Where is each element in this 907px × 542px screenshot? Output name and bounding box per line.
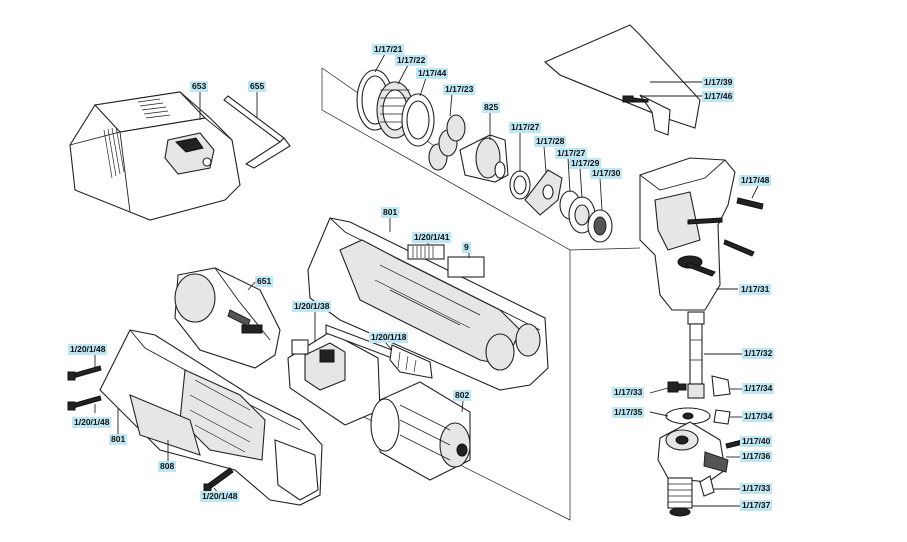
part-label-1-17-27-lower: 1/17/27 bbox=[555, 148, 588, 159]
part-label-1-17-40: 1/17/40 bbox=[740, 436, 773, 447]
part-label-1-20-1-18: 1/20/1/18 bbox=[369, 332, 409, 343]
switch-part bbox=[287, 331, 381, 426]
part-label-1-17-27-upper: 1/17/27 bbox=[509, 122, 542, 133]
leader-lines bbox=[94, 53, 759, 507]
part-label-9: 9 bbox=[462, 242, 471, 253]
cover-plate-part bbox=[543, 24, 701, 136]
part-label-1-17-36: 1/17/36 bbox=[740, 451, 773, 462]
hex-key-part bbox=[223, 95, 291, 169]
part-label-1-17-33-upper: 1/17/33 bbox=[612, 387, 645, 398]
part-label-1-17-37: 1/17/37 bbox=[740, 500, 773, 511]
part-label-1-17-29: 1/17/29 bbox=[569, 158, 602, 169]
part-label-1-17-44: 1/17/44 bbox=[416, 68, 449, 79]
part-label-1-17-32: 1/17/32 bbox=[742, 348, 775, 359]
part-label-1-17-34-lower: 1/17/34 bbox=[742, 411, 775, 422]
part-label-1-20-1-38: 1/20/1/38 bbox=[292, 301, 332, 312]
screw-parts-left bbox=[67, 365, 234, 493]
part-label-655: 655 bbox=[248, 81, 267, 92]
head-housing-part bbox=[639, 157, 764, 311]
part-label-1-17-34-upper: 1/17/34 bbox=[742, 383, 775, 394]
part-label-1-17-23: 1/17/23 bbox=[443, 84, 476, 95]
part-label-1-17-48: 1/17/48 bbox=[739, 175, 772, 186]
cutting-head-parts bbox=[657, 375, 744, 517]
part-label-1-17-31: 1/17/31 bbox=[739, 284, 772, 295]
part-label-1-20-1-48-lower: 1/20/1/48 bbox=[200, 491, 240, 502]
gearbox-parts bbox=[356, 69, 613, 243]
part-label-801-left: 801 bbox=[109, 434, 128, 445]
part-label-801-main: 801 bbox=[381, 207, 400, 218]
part-label-1-17-39: 1/17/39 bbox=[702, 77, 735, 88]
part-label-1-17-33-lower: 1/17/33 bbox=[740, 483, 773, 494]
part-label-825: 825 bbox=[482, 102, 501, 113]
housing-half-part bbox=[99, 329, 323, 506]
motor-part bbox=[370, 381, 471, 481]
part-label-1-17-21: 1/17/21 bbox=[372, 44, 405, 55]
part-label-651: 651 bbox=[255, 276, 274, 287]
part-label-1-17-30: 1/17/30 bbox=[590, 168, 623, 179]
part-label-808: 808 bbox=[158, 461, 177, 472]
drive-shaft-part bbox=[687, 311, 705, 399]
main-housing-part bbox=[307, 217, 549, 391]
part-label-1-17-35: 1/17/35 bbox=[612, 407, 645, 418]
part-label-653: 653 bbox=[190, 81, 209, 92]
battery-part bbox=[174, 267, 281, 369]
part-label-1-17-46: 1/17/46 bbox=[702, 91, 735, 102]
part-label-1-20-1-48-middle: 1/20/1/48 bbox=[72, 417, 112, 428]
part-label-802: 802 bbox=[453, 390, 472, 401]
part-label-1-20-1-48-upper: 1/20/1/48 bbox=[68, 344, 108, 355]
slider-part bbox=[325, 324, 433, 379]
part-label-1-17-22: 1/17/22 bbox=[395, 55, 428, 66]
part-label-1-20-1-41: 1/20/1/41 bbox=[412, 232, 452, 243]
charger-part bbox=[69, 91, 241, 221]
part-label-1-17-28: 1/17/28 bbox=[534, 136, 567, 147]
